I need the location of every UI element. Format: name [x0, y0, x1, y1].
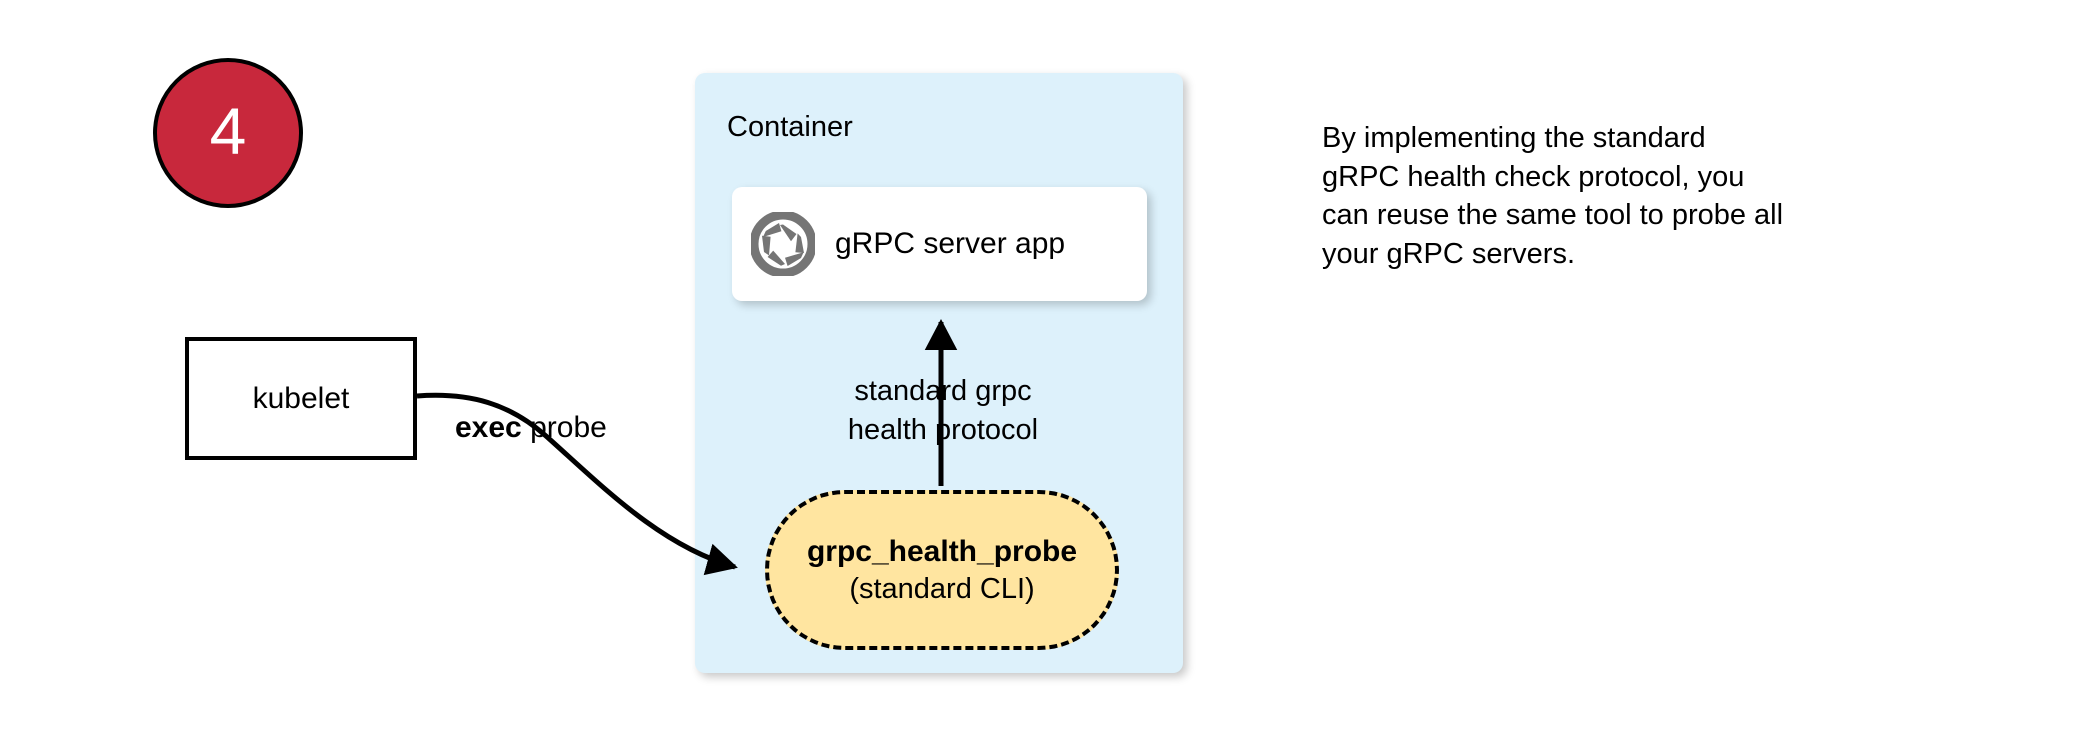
grpc-health-probe-node: grpc_health_probe (standard CLI)	[765, 490, 1119, 650]
step-number-label: 4	[209, 94, 247, 168]
grpc-server-app-label: gRPC server app	[835, 227, 1066, 260]
grpc-health-probe-subtitle: (standard CLI)	[849, 572, 1035, 605]
exec-probe-edge-label-bold: exec	[455, 411, 522, 444]
grpc-aperture-icon	[751, 212, 815, 276]
explanatory-note: By implementing the standard gRPC health…	[1322, 119, 1902, 273]
exec-probe-edge-label: exec probe	[455, 411, 607, 445]
protocol-edge-label-line1: standard grpc	[854, 375, 1032, 407]
grpc-health-probe-title: grpc_health_probe	[806, 535, 1078, 569]
note-line-3: can reuse the same tool to probe all	[1322, 199, 1784, 232]
kubelet-node: kubelet	[185, 337, 417, 460]
protocol-edge-label: standard grpc health protocol	[830, 372, 1056, 450]
container-title: Container	[727, 111, 853, 143]
exec-probe-edge-label-rest: probe	[521, 411, 607, 444]
step-number-badge: 4	[153, 58, 303, 208]
note-line-2: gRPC health check protocol, you	[1322, 160, 1745, 193]
protocol-edge-label-line2: health protocol	[847, 414, 1039, 447]
note-line-1: By implementing the standard	[1322, 122, 1706, 154]
kubelet-label: kubelet	[252, 381, 350, 415]
grpc-server-app-card: gRPC server app	[732, 187, 1147, 301]
note-line-4: your gRPC servers.	[1322, 237, 1576, 270]
